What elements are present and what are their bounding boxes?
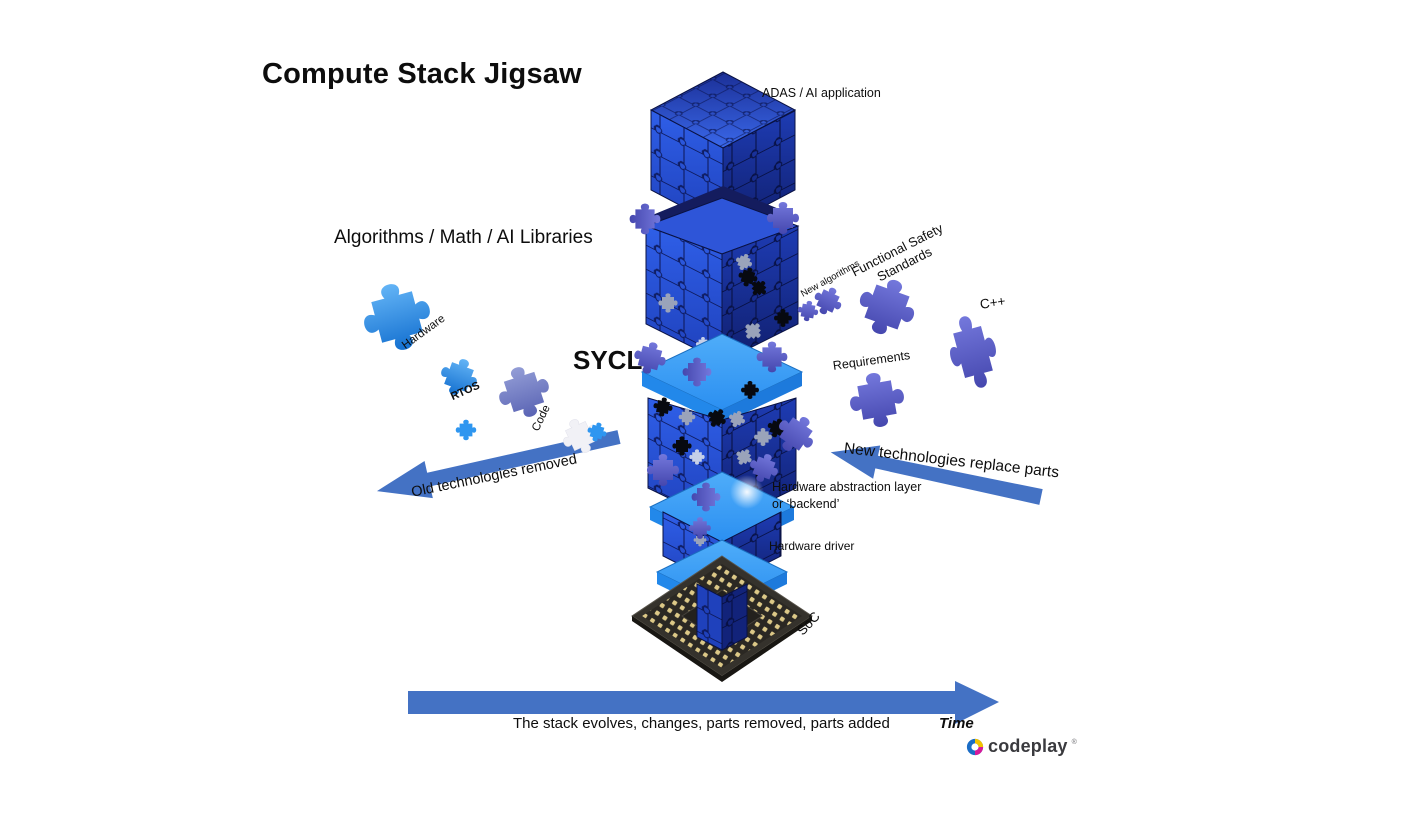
cpp-piece (941, 310, 1005, 394)
hardware-driver-label: Hardware driver (769, 539, 855, 553)
time-arrow (408, 681, 999, 724)
hardware-abstraction-label: Hardware abstraction layer or ‘backend’ (772, 479, 921, 513)
cube-algorithms-libraries (644, 197, 800, 363)
hal-label-line1: Hardware abstraction layer (772, 480, 922, 494)
tower-column (696, 583, 748, 651)
removed-pieces (355, 275, 609, 460)
new-algorithms-piece (796, 299, 820, 323)
codeplay-logo: codeplay® (966, 736, 1077, 757)
timeline-caption: The stack evolves, changes, parts remove… (513, 715, 890, 732)
time-label: Time (939, 715, 974, 732)
registered-mark: ® (1071, 739, 1077, 746)
sycl-label: SYCL (573, 345, 643, 375)
algorithms-libraries-label: Algorithms / Math / AI Libraries (334, 227, 593, 248)
requirements-piece (845, 368, 909, 432)
new-technologies-arrow (830, 445, 1043, 505)
slab-sycl (640, 333, 804, 424)
hal-label-line2: or ‘backend’ (772, 496, 840, 511)
adas-application-label: ADAS / AI application (762, 86, 881, 100)
small-blue-piece (455, 419, 477, 441)
hardware-piece (355, 275, 439, 359)
cube-adas-application (649, 71, 797, 246)
codeplay-wordmark: codeplay (988, 736, 1068, 756)
old-technologies-arrow (376, 430, 621, 499)
slide-title: Compute Stack Jigsaw (262, 58, 582, 90)
codeplay-icon (966, 738, 984, 755)
slab-glow (730, 475, 764, 509)
